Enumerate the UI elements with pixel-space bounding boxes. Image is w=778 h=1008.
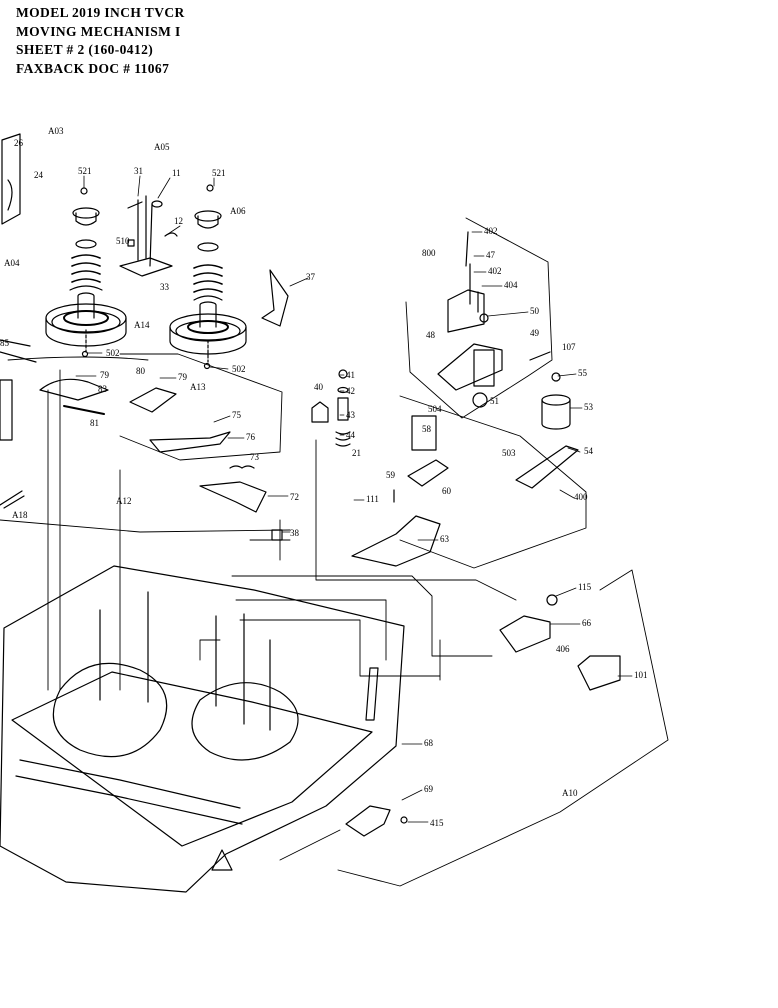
label-A05: A05 [154, 142, 170, 152]
pinch-arm-group [437, 231, 551, 408]
label-A03: A03 [48, 126, 64, 136]
label-75: 75 [232, 410, 242, 420]
label-37: 37 [306, 272, 316, 282]
label-49: 49 [530, 328, 540, 338]
label-24: 24 [34, 170, 44, 180]
label-A12: A12 [116, 496, 132, 506]
leader-lines [75, 175, 633, 823]
pinch-roller-parts [311, 369, 351, 447]
label-80: 80 [136, 366, 146, 376]
label-48: 48 [426, 330, 436, 340]
label-69: 69 [424, 784, 434, 794]
label-72: 72 [290, 492, 299, 502]
assembly-boundaries [0, 217, 669, 887]
label-33: 33 [160, 282, 170, 292]
bracket-parts [345, 594, 621, 837]
label-55: 55 [578, 368, 588, 378]
label-40: 40 [314, 382, 324, 392]
label-12: 12 [174, 216, 183, 226]
label-A14: A14 [134, 320, 150, 330]
header-sheet: SHEET # 2 (160-0412) [16, 42, 154, 57]
label-79b: 79 [178, 372, 188, 382]
label-101: 101 [634, 670, 648, 680]
label-11: 11 [172, 168, 181, 178]
reel-table-left [45, 187, 127, 358]
label-415: 415 [430, 818, 444, 828]
capstan-parts [351, 372, 579, 567]
label-76: 76 [246, 432, 256, 442]
label-41: 41 [346, 370, 355, 380]
label-58: 58 [422, 424, 432, 434]
label-A06: A06 [230, 206, 246, 216]
label-81: 81 [90, 418, 99, 428]
brake-lever-parts [39, 269, 289, 541]
label-521a: 521 [78, 166, 92, 176]
reel-table-right [169, 184, 247, 370]
label-26: 26 [14, 138, 24, 148]
label-38: 38 [290, 528, 300, 538]
label-107: 107 [562, 342, 576, 352]
label-502a: 502 [106, 348, 120, 358]
part-labels: A03 A05 A06 A04 A13 A14 A12 A18 A10 26 2… [0, 126, 648, 828]
label-111: 111 [366, 494, 379, 504]
label-504: 504 [428, 404, 442, 414]
label-406: 406 [556, 644, 570, 654]
label-31: 31 [134, 166, 143, 176]
left-edge-parts [0, 133, 37, 509]
label-85: 85 [0, 338, 10, 348]
label-73: 73 [250, 452, 260, 462]
label-A13: A13 [190, 382, 206, 392]
label-115: 115 [578, 582, 592, 592]
label-21: 21 [352, 448, 361, 458]
label-59: 59 [386, 470, 396, 480]
header-mechanism: MOVING MECHANISM I [16, 23, 181, 39]
label-50: 50 [530, 306, 540, 316]
label-53: 53 [584, 402, 594, 412]
label-521b: 521 [212, 168, 226, 178]
label-502b: 502 [232, 364, 246, 374]
main-chassis [0, 565, 405, 893]
label-402a: 402 [484, 226, 498, 236]
label-83: 83 [98, 384, 108, 394]
label-63: 63 [440, 534, 450, 544]
header-model: MODEL 2019 INCH TVCR [16, 5, 185, 20]
label-A10: A10 [562, 788, 578, 798]
label-503: 503 [502, 448, 516, 458]
label-54: 54 [584, 446, 594, 456]
document-header: MODEL 2019 INCH TVCR MOVING MECHANISM I … [16, 4, 185, 78]
label-A04: A04 [4, 258, 20, 268]
label-800: 800 [422, 248, 436, 258]
label-44: 44 [346, 430, 356, 440]
label-79a: 79 [100, 370, 110, 380]
label-51: 51 [490, 396, 499, 406]
label-A18: A18 [12, 510, 28, 520]
label-42: 42 [346, 386, 355, 396]
label-404: 404 [504, 280, 518, 290]
label-60: 60 [442, 486, 452, 496]
label-66: 66 [582, 618, 592, 628]
tension-arm-assembly [119, 195, 178, 277]
header-faxback: FAXBACK DOC # 11067 [16, 60, 170, 76]
label-43: 43 [346, 410, 356, 420]
label-68: 68 [424, 738, 434, 748]
label-510: 510 [116, 236, 130, 246]
label-402b: 402 [488, 266, 502, 276]
label-47: 47 [486, 250, 496, 260]
label-400: 400 [574, 492, 588, 502]
